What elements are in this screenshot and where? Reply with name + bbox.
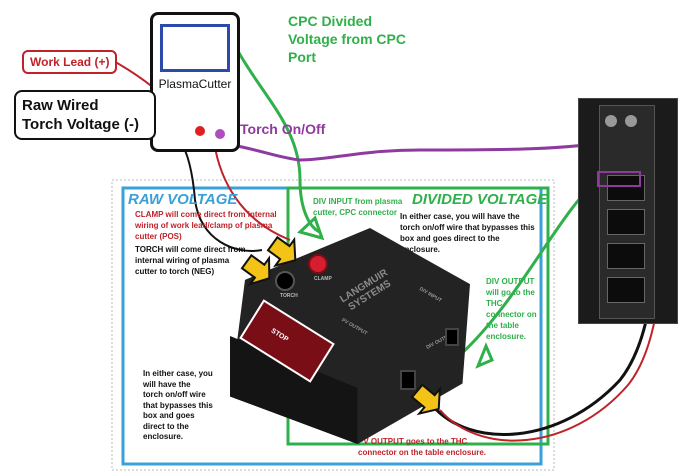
- enclosure-module-3: [607, 243, 645, 269]
- clamp-arrow: [266, 235, 297, 268]
- enclosure-module-1: [607, 175, 645, 201]
- div-output-note: DIV OUTPUT will go to the THC connector …: [486, 277, 537, 341]
- torch-jack: [275, 271, 295, 291]
- clamp-jack-label: CLAMP: [314, 276, 332, 282]
- torch-jack-label: TORCH: [280, 293, 298, 299]
- work-lead-label: Work Lead (+): [22, 50, 118, 74]
- div-output-arrow: [475, 342, 494, 369]
- raw-bypass-note: In either case, you will have the torch …: [143, 369, 213, 441]
- enclosure-port-1: [605, 115, 617, 127]
- torch-onoff-label: Torch On/Off: [240, 121, 326, 137]
- enclosure-port-2: [625, 115, 637, 127]
- div-input-arrow: [297, 215, 325, 241]
- plasma-cutter: PlasmaCutter: [150, 12, 240, 152]
- clamp-wire: [213, 141, 291, 241]
- enclosure-module-4: [607, 277, 645, 303]
- torch-terminal: [215, 129, 225, 139]
- torch-arrow: [240, 253, 271, 286]
- divided-voltage-title: DIVIDED VOLTAGE: [412, 191, 548, 208]
- div-output-port: [445, 328, 459, 346]
- pv-output-port: [400, 370, 416, 390]
- pv-output-note: PV OUTPUT goes to the THC connector on t…: [358, 437, 487, 457]
- plasma-cutter-label: PlasmaCutter: [158, 77, 232, 91]
- table-enclosure: [578, 98, 678, 324]
- raw-wired-label: Raw Wired Torch Voltage (-): [14, 90, 156, 140]
- raw-voltage-title: RAW VOLTAGE: [128, 191, 238, 208]
- cpc-divided-label: CPC Divided Voltage from CPC Port: [288, 13, 406, 65]
- div-input-note: DIV INPUT from plasma cutter, CPC connec…: [313, 197, 403, 217]
- torch-onoff-wire: [231, 138, 619, 162]
- clamp-note: CLAMP will come direct from internal wir…: [135, 210, 277, 241]
- div-bypass-note: In either case, you will have the torch …: [400, 212, 535, 254]
- cpc-wire: [230, 39, 321, 234]
- pv-output-arrow: [410, 383, 441, 416]
- plasma-screen: [160, 24, 230, 72]
- enclosure-module-2: [607, 209, 645, 235]
- enclosure-highlight: [597, 171, 641, 187]
- background-frame: [111, 179, 555, 471]
- clamp-jack: [308, 254, 328, 274]
- torch-note: TORCH will come direct from internal wir…: [135, 245, 246, 276]
- work-lead-terminal: [195, 126, 205, 136]
